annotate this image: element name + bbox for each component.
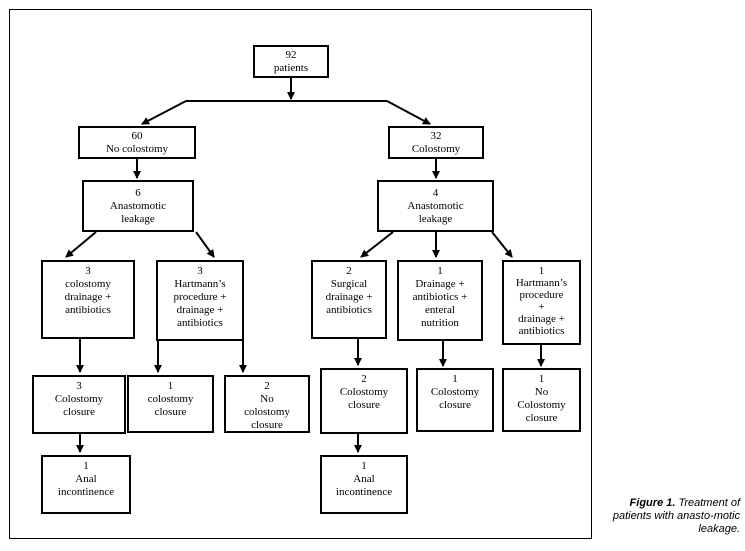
- node-r-h-noclosure-line1: No: [534, 386, 549, 398]
- node-r-hartmann-line1: Hartmann’s: [515, 277, 568, 289]
- node-l-drainage-count: 3: [85, 265, 91, 277]
- node-l-hartmann-count: 3: [197, 265, 203, 277]
- node-r-hartmann-line2: procedure: [519, 289, 564, 301]
- node-leak-right: 4 Anastomotic leakage: [377, 180, 494, 232]
- node-r-drainage-line3: enteral: [425, 304, 455, 316]
- node-colostomy: 32 Colostomy: [388, 126, 484, 159]
- node-l-closure-line1: Colostomy: [54, 393, 104, 405]
- node-r-hartmann-line4: drainage +: [518, 313, 565, 325]
- node-r-closure: 2 Colostomy closure: [320, 368, 408, 434]
- node-r-hartmann: 1 Hartmann’s procedure + drainage + anti…: [502, 260, 581, 345]
- node-l-h-closure-line1: colostomy: [147, 393, 194, 405]
- node-no-colostomy-count: 60: [131, 129, 143, 142]
- node-l-closure: 3 Colostomy closure: [32, 375, 126, 434]
- node-r-h-noclosure: 1 No Colostomy closure: [502, 368, 581, 432]
- caption-text: Treatment of patients with anasto-motic …: [612, 497, 740, 535]
- node-r-drainage-line1: Drainage +: [415, 278, 465, 290]
- node-root-count: 92: [285, 48, 297, 61]
- node-r-d-closure-count: 1: [452, 373, 458, 385]
- node-r-h-noclosure-count: 1: [538, 373, 545, 385]
- node-l-anal: 1 Anal incontinence: [41, 455, 131, 514]
- node-r-drainage: 1 Drainage + antibiotics + enteral nutri…: [397, 260, 483, 341]
- node-leak-left-count: 6: [135, 186, 141, 199]
- node-l-hartmann-line1: Hartmann’s: [174, 278, 226, 290]
- node-l-h-closure-line2: closure: [154, 406, 187, 418]
- node-l-drainage-line1: colostomy: [65, 278, 111, 290]
- node-l-hartmann-line4: antibiotics: [177, 317, 223, 329]
- node-leak-right-count: 4: [432, 186, 439, 199]
- node-l-hartmann-line2: procedure +: [173, 291, 227, 303]
- node-r-surgical-line1: Surgical: [330, 278, 368, 290]
- arrow-to-r-hartmann: [491, 231, 513, 258]
- node-r-drainage-line2: antibiotics +: [412, 291, 468, 303]
- node-l-h-noclosure-count: 2: [264, 380, 270, 392]
- figure-caption: Figure 1. Treatment of patients with ana…: [612, 497, 740, 536]
- node-r-surgical: 2 Surgical drainage + antibiotics: [311, 260, 387, 339]
- node-l-drainage: 3 colostomy drainage + antibiotics: [41, 260, 135, 339]
- node-l-h-noclosure-line3: closure: [251, 419, 283, 431]
- node-l-anal-count: 1: [83, 460, 89, 472]
- node-l-h-noclosure-line2: colostomy: [244, 406, 290, 418]
- node-l-anal-line1: Anal: [75, 473, 97, 485]
- arrow-to-no-colostomy: [141, 100, 187, 125]
- node-root-label: patients: [273, 61, 309, 74]
- node-l-anal-line2: incontinence: [57, 486, 115, 498]
- node-r-drainage-count: 1: [437, 265, 443, 277]
- node-r-anal-count: 1: [361, 460, 367, 472]
- node-r-hartmann-line3: +: [538, 301, 545, 313]
- node-l-closure-count: 3: [76, 380, 82, 392]
- node-r-h-noclosure-line3: closure: [525, 412, 558, 424]
- node-root: 92 patients: [253, 45, 329, 78]
- arrow-to-r-surgical: [360, 231, 394, 258]
- node-r-surgical-line2: drainage +: [325, 291, 373, 303]
- node-leak-left-line2: leakage: [121, 212, 155, 225]
- node-r-d-closure-line1: Colostomy: [430, 386, 480, 398]
- node-leak-left: 6 Anastomotic leakage: [82, 180, 194, 232]
- node-r-closure-line2: closure: [348, 399, 380, 411]
- node-r-anal-line2: incontinence: [335, 486, 393, 498]
- node-l-hartmann-line3: drainage +: [176, 304, 224, 316]
- node-r-d-closure-line2: closure: [439, 399, 471, 411]
- arrow-to-l-drainage: [65, 231, 97, 258]
- node-l-h-noclosure-line1: No: [260, 393, 274, 405]
- node-r-anal-line1: Anal: [353, 473, 375, 485]
- node-r-d-closure: 1 Colostomy closure: [416, 368, 494, 432]
- node-r-surgical-count: 2: [346, 265, 352, 277]
- node-r-hartmann-line5: antibiotics: [518, 325, 565, 337]
- node-r-drainage-line4: nutrition: [421, 317, 459, 329]
- node-r-anal: 1 Anal incontinence: [320, 455, 408, 514]
- node-r-hartmann-count: 1: [538, 265, 545, 277]
- node-l-h-closure: 1 colostomy closure: [127, 375, 214, 433]
- node-l-hartmann: 3 Hartmann’s procedure + drainage + anti…: [156, 260, 244, 341]
- node-l-h-noclosure: 2 No colostomy closure: [224, 375, 310, 433]
- node-r-closure-line1: Colostomy: [339, 386, 389, 398]
- node-l-drainage-line3: antibiotics: [65, 304, 111, 316]
- node-leak-left-line1: Anastomotic: [109, 199, 167, 212]
- arrow-to-colostomy: [386, 100, 431, 125]
- node-r-closure-count: 2: [361, 373, 367, 385]
- node-no-colostomy: 60 No colostomy: [78, 126, 196, 159]
- node-colostomy-label: Colostomy: [411, 142, 461, 155]
- arrow-to-l-hartmann: [195, 231, 215, 258]
- node-l-h-closure-count: 1: [167, 380, 174, 392]
- figure-frame: [9, 9, 592, 539]
- node-colostomy-count: 32: [430, 129, 442, 142]
- node-l-drainage-line2: drainage +: [64, 291, 112, 303]
- node-r-surgical-line3: antibiotics: [326, 304, 372, 316]
- caption-label: Figure 1.: [629, 497, 676, 509]
- node-no-colostomy-label: No colostomy: [105, 142, 169, 155]
- node-r-h-noclosure-line2: Colostomy: [517, 399, 566, 411]
- node-leak-right-line1: Anastomotic: [407, 199, 464, 212]
- node-leak-right-line2: leakage: [418, 212, 453, 225]
- node-l-closure-line2: closure: [63, 406, 95, 418]
